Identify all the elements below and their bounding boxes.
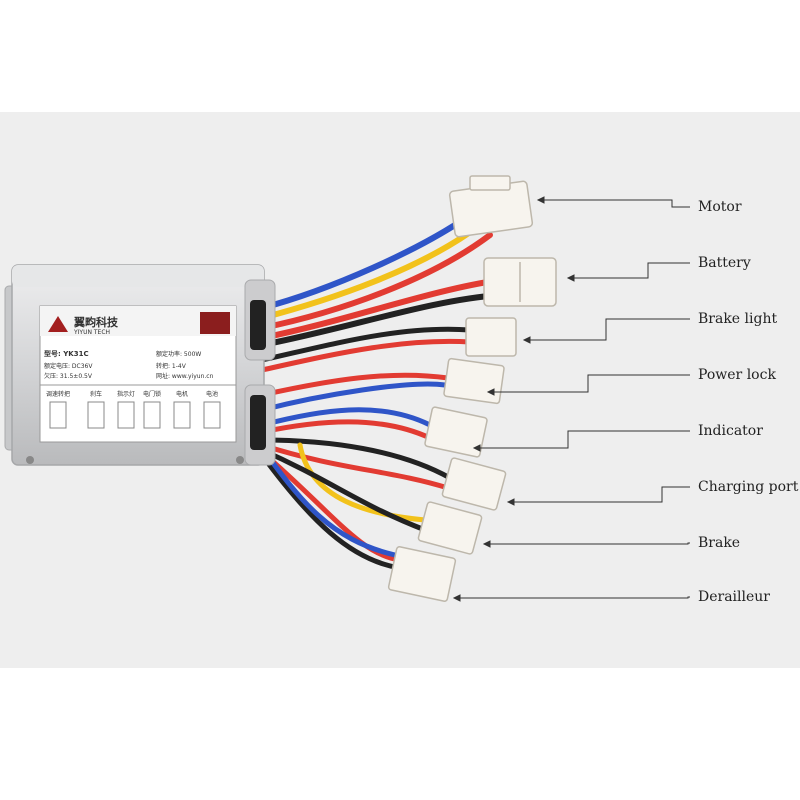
brakelight-wire-black [259,326,473,363]
charging-wire-black [259,437,453,481]
port-pin-diagram [117,401,135,429]
arrowhead-icon [452,594,461,602]
connectors [387,175,557,602]
brakelight-wire-red [259,338,473,373]
port-label: 指示灯 [117,390,135,398]
website-text: 网址: www.yiyun.cn [156,372,214,380]
battery-wire-red [259,277,503,341]
port-pin-diagram [203,401,221,429]
port-label: 电门锁 [143,390,161,398]
indicator-wire-red [259,419,433,441]
voltage-text: 额定电压: DC36V [44,362,93,370]
pointer-lines [452,196,690,602]
port-pin-diagram [87,401,105,429]
arrowhead-icon [472,444,481,452]
motor-wire-yellow [259,222,483,321]
derailleur-connector [387,546,457,602]
charging-wire-red [259,442,451,491]
power-text: 额定功率: 500W [156,350,201,358]
port-label: 调速转把 [46,390,70,398]
brake-connector [417,501,483,555]
arrowhead-icon [522,336,531,344]
label-battery: Battery [698,255,751,271]
indicator-wire-blue [259,407,433,428]
port-pin-diagram [143,401,161,429]
label-motor: Motor [698,199,742,215]
derailleur-wire-red [259,449,403,563]
arrowhead-icon [482,540,491,548]
label-derailleur: Derailleur [698,589,770,605]
brand-logo-icon [48,316,68,332]
port-pin-diagram [173,401,191,429]
derailleur-wire-blue [259,445,398,558]
brand-en: YIYUN TECH [73,329,110,336]
powerlock-wire-red [259,372,451,398]
port-label: 电池 [206,390,218,398]
pointer-line-motor [538,199,690,208]
pointer-line-brake-light [524,318,690,341]
port-table: 调速转把 刹车 指示灯电门锁 电机 电池 [46,390,221,429]
label-brake-light: Brake light [698,311,778,327]
pointer-line-brake [484,542,690,545]
controller-box: 翼畇科技 YIYUN TECH 型号: YK31C 额定电压: DC36V 欠压… [4,264,276,466]
throttle-text: 转把: 1-4V [156,362,187,370]
port-pin-diagram [49,401,67,429]
label-brake: Brake [698,535,741,551]
indicator-connector [424,406,488,458]
charging-port-connector [441,457,507,511]
label-charging-port: Charging port [698,479,799,495]
arrowhead-icon [536,196,545,204]
pointer-line-derailleur [454,596,690,599]
battery-connector [483,257,557,307]
brake-wire-yellow [297,442,428,523]
brake-wire-black [259,447,428,533]
motor-wire-red [259,232,493,331]
model-text: 型号: YK31C [44,349,89,358]
brand-cn: 翼畇科技 [73,315,119,329]
motor-connector [448,175,534,238]
arrowhead-icon [506,498,515,506]
brake-light-connector [465,317,517,357]
pointer-line-battery [568,262,690,279]
undervoltage-text: 欠压: 31.5±0.5V [44,372,93,380]
pointer-line-power-lock [488,374,690,393]
arrowhead-icon [566,274,575,282]
port-label: 电机 [176,390,188,398]
battery-wire-black [259,292,503,348]
wire-bundle [259,212,503,571]
arrowhead-icon [486,388,495,396]
power-lock-connector [443,357,505,405]
powerlock-wire-blue [259,381,448,413]
derailleur-wire-black [259,452,403,571]
port-label: 刹车 [90,390,102,398]
label-power-lock: Power lock [698,367,776,383]
motor-wire-blue [259,212,473,311]
pointer-line-charging-port [508,486,690,503]
pointer-line-indicator [474,430,690,449]
label-indicator: Indicator [698,423,763,439]
